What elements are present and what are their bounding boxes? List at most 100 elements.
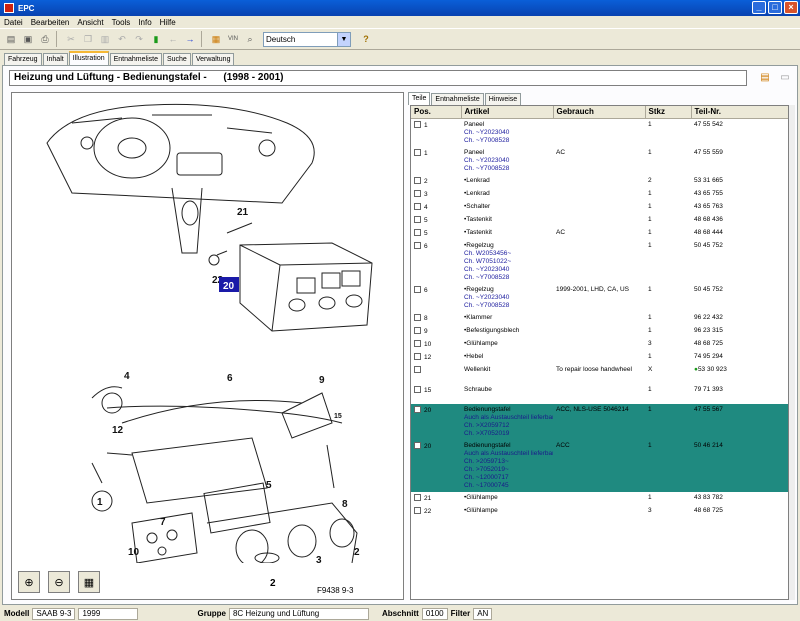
tab-hinweise[interactable]: Hinweise: [484, 93, 522, 105]
copy-icon[interactable]: ❐: [83, 33, 93, 44]
row-checkbox[interactable]: [414, 506, 421, 514]
tab-illustration[interactable]: Illustration: [68, 51, 109, 65]
tab-verwaltung[interactable]: Verwaltung: [191, 53, 235, 65]
zoom-in-icon[interactable]: ⊕: [18, 571, 40, 593]
open-icon[interactable]: ▤: [6, 33, 16, 44]
tab-entnahmeliste[interactable]: Entnahmeliste: [109, 53, 162, 65]
callout-22[interactable]: 22: [212, 275, 224, 286]
redo-icon[interactable]: ↷: [135, 33, 143, 44]
row-checkbox[interactable]: [414, 241, 421, 249]
row-checkbox[interactable]: [414, 189, 421, 197]
row-checkbox[interactable]: [414, 493, 421, 501]
callout-1[interactable]: 1: [97, 497, 103, 508]
green-marker-icon[interactable]: ▮: [153, 33, 159, 44]
row-checkbox[interactable]: [414, 215, 421, 223]
undo-icon[interactable]: ↶: [118, 33, 126, 44]
row-checkbox[interactable]: [414, 352, 421, 360]
forward-arrow-icon[interactable]: →: [185, 34, 195, 44]
close-button[interactable]: ×: [784, 1, 798, 14]
callout-15[interactable]: 15: [334, 413, 342, 420]
callout-7[interactable]: 7: [160, 517, 166, 528]
tab-fahrzeug[interactable]: Fahrzeug: [4, 53, 42, 65]
menu-bearbeiten[interactable]: Bearbeiten: [30, 17, 70, 27]
tab-entnahmeliste-parts[interactable]: Entnahmeliste: [431, 93, 484, 105]
search-icon[interactable]: ⌕: [247, 33, 253, 44]
column-header-pos[interactable]: Pos.: [411, 106, 462, 119]
row-checkbox[interactable]: [414, 385, 421, 393]
callout-10[interactable]: 10: [128, 547, 140, 558]
callout-4[interactable]: 4: [124, 371, 130, 382]
row-checkbox[interactable]: [414, 441, 421, 449]
row-checkbox[interactable]: [414, 148, 421, 156]
chevron-down-icon[interactable]: ▼: [337, 32, 350, 46]
column-header-stkz[interactable]: Stkz: [645, 106, 692, 119]
row-checkbox[interactable]: [414, 202, 421, 210]
column-header-teil-nr[interactable]: Teil-Nr.: [691, 106, 788, 119]
callout-8[interactable]: 8: [342, 499, 348, 510]
fit-page-icon[interactable]: ▦: [78, 571, 100, 593]
maximize-button[interactable]: □: [768, 1, 782, 14]
callout-20[interactable]: 20: [223, 281, 235, 292]
print-icon[interactable]: ⎙: [41, 33, 49, 44]
callout-12[interactable]: 12: [112, 425, 124, 436]
row-checkbox[interactable]: [414, 313, 421, 321]
callout-5[interactable]: 5: [266, 480, 272, 491]
callout-2[interactable]: 2: [354, 547, 360, 558]
help-button[interactable]: ?: [363, 34, 369, 44]
zoom-out-icon[interactable]: ⊖: [48, 571, 70, 593]
callout-2-lower[interactable]: 2: [270, 578, 276, 589]
menu-tools[interactable]: Tools: [111, 17, 131, 27]
tab-suche[interactable]: Suche: [162, 53, 191, 65]
callout-21[interactable]: 21: [237, 207, 249, 218]
row-checkbox[interactable]: [414, 228, 421, 236]
vertical-scrollbar[interactable]: [789, 105, 795, 600]
menu-datei[interactable]: Datei: [4, 17, 23, 27]
callout-3[interactable]: 3: [316, 555, 322, 566]
tab-teile[interactable]: Teile: [408, 92, 431, 105]
illustration-panel[interactable]: 21 22 20 4 6 9 12 15 8 1 5 7 10 3 2 2 ⊕ …: [11, 92, 404, 600]
column-header-artikel[interactable]: Artikel: [461, 106, 554, 119]
menu-hilfe[interactable]: Hilfe: [159, 17, 176, 27]
language-select[interactable]: Deutsch ▼: [263, 31, 351, 47]
callout-9[interactable]: 9: [319, 375, 325, 386]
row-checkbox[interactable]: [414, 120, 421, 128]
tab-inhalt[interactable]: Inhalt: [42, 53, 68, 65]
vin-button[interactable]: VIN: [227, 36, 238, 42]
row-checkbox[interactable]: [414, 365, 421, 373]
row-checkbox[interactable]: [414, 326, 421, 334]
note-icon[interactable]: ▭: [780, 72, 790, 83]
parts-list-icon[interactable]: ▦: [211, 33, 221, 44]
callout-6[interactable]: 6: [227, 373, 233, 384]
save-icon[interactable]: ▣: [23, 33, 33, 44]
row-checkbox[interactable]: [414, 339, 421, 347]
column-header-gebrauch[interactable]: Gebrauch: [553, 106, 646, 119]
add-to-list-icon[interactable]: ▤: [760, 72, 770, 83]
row-checkbox[interactable]: [414, 176, 421, 184]
back-arrow-icon[interactable]: ←: [168, 34, 178, 44]
menu-info[interactable]: Info: [138, 17, 152, 27]
row-checkbox[interactable]: [414, 285, 421, 293]
minimize-button[interactable]: _: [752, 1, 766, 14]
paste-icon[interactable]: ▥: [100, 33, 110, 44]
row-checkbox[interactable]: [414, 405, 421, 413]
cut-icon[interactable]: ✂: [67, 33, 75, 44]
menu-ansicht[interactable]: Ansicht: [77, 17, 104, 27]
